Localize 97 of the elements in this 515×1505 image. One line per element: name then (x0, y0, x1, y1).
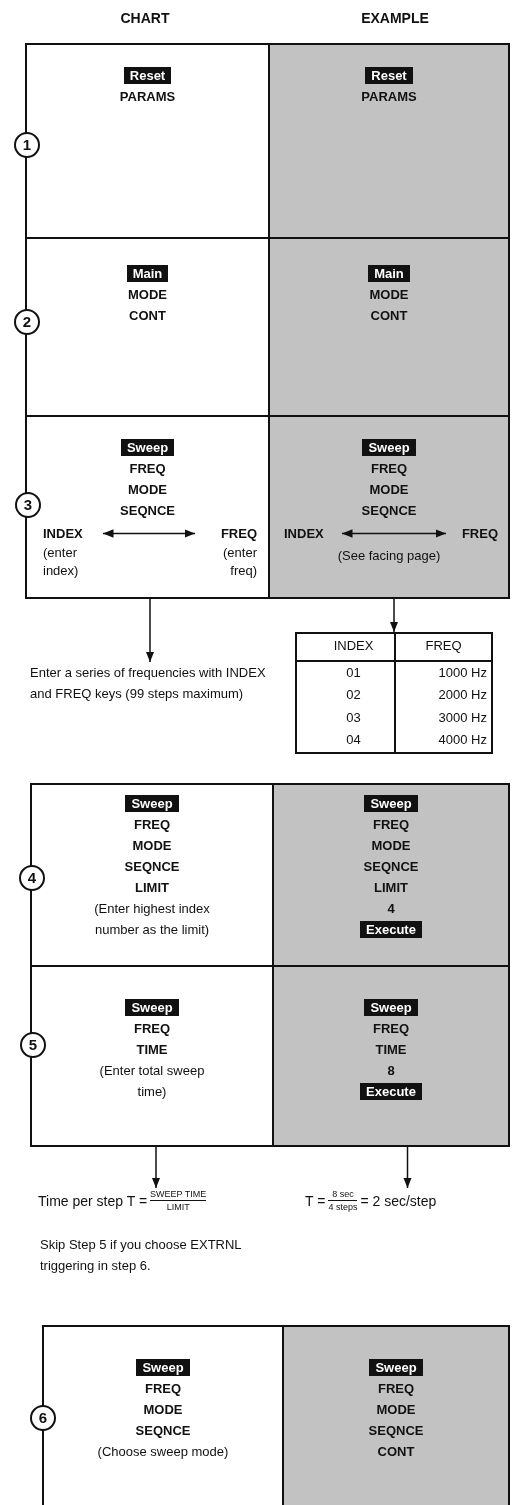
table-cell: FREQ (394, 634, 491, 662)
example-panel (268, 237, 510, 417)
menu-text: SEQNCE (368, 1422, 424, 1440)
table-cell: INDEX (297, 634, 394, 662)
menu-text: FREQ (370, 460, 408, 478)
instruction-text: (enter freq) (222, 544, 257, 580)
step-number: 6 (30, 1405, 56, 1431)
menu-text: SEQNCE (363, 858, 419, 876)
menu-text: FREQ (133, 816, 171, 834)
step-number: 4 (19, 865, 45, 891)
menu-text: MODE (132, 837, 172, 855)
fraction-numerator: SWEEP TIME (150, 1188, 207, 1201)
fraction-numerator: 8 sec (328, 1188, 358, 1201)
softkey-label: Sweep (364, 999, 418, 1016)
instruction-text: (Enter highest index number as the limit) (93, 900, 211, 939)
menu-text: MODE (128, 286, 167, 304)
menu-text: TIME (375, 1041, 407, 1059)
softkey-label: Sweep (362, 439, 416, 456)
menu-text: CONT (370, 307, 408, 325)
softkey-label: Sweep (125, 795, 179, 812)
step-number: 5 (20, 1032, 46, 1058)
note-text: Skip Step 5 if you choose EXTRNL triggering in step 6. (40, 1236, 243, 1275)
softkey-label: Main (126, 265, 169, 282)
softkey-label: Main (368, 265, 410, 282)
instruction-text: (enter index) (43, 544, 80, 580)
fraction-denominator: LIMIT (165, 1201, 191, 1213)
example-panel (268, 43, 510, 239)
menu-text: 8 (387, 1062, 395, 1080)
menu-text: LIMIT (135, 879, 169, 897)
menu-text: FREQ (372, 1020, 410, 1038)
example-panel (282, 1325, 510, 1505)
table-cell: 2000 Hz (394, 684, 491, 707)
step-number: 1 (14, 132, 40, 158)
example-panel (272, 965, 510, 1147)
menu-text: 4 (387, 900, 395, 918)
softkey-label: Sweep (120, 439, 175, 456)
softkey-label: Execute (360, 921, 422, 938)
menu-text: SEQNCE (120, 502, 175, 520)
menu-text: INDEX (43, 525, 83, 543)
menu-text: CONT (377, 1443, 415, 1461)
menu-text: MODE (128, 481, 167, 499)
menu-text: PARAMS (361, 88, 417, 106)
arrow (341, 529, 447, 538)
formula-text: = 2 sec/step (360, 1192, 437, 1209)
softkey-label: Reset (365, 67, 413, 84)
menu-text: LIMIT (374, 879, 408, 897)
arrow (389, 598, 399, 633)
menu-text: TIME (136, 1041, 168, 1059)
softkey-label: Sweep (136, 1359, 190, 1376)
arrow (145, 598, 155, 663)
menu-text: SEQNCE (361, 502, 417, 520)
softkey-label: Sweep (364, 795, 418, 812)
arrow (403, 1146, 412, 1189)
table-cell-text: 03 (345, 708, 362, 727)
table-cell-text: 04 (345, 731, 362, 750)
menu-text: FREQ (220, 525, 257, 543)
menu-text: FREQ (144, 1380, 182, 1398)
menu-text: PARAMS (119, 88, 176, 106)
menu-text: MODE (143, 1401, 183, 1419)
menu-text: FREQ (133, 1020, 171, 1038)
arrow (151, 1146, 161, 1189)
arrow (102, 529, 196, 538)
menu-text: MODE (371, 837, 411, 855)
instruction-text: Enter a series of frequencies with INDEX and FREQ keys (99 steps maximum) (30, 662, 275, 732)
table-cell-text: 02 (345, 686, 362, 705)
menu-text: FREQ (461, 525, 498, 543)
example-panel (268, 415, 510, 599)
column-heading: CHART (119, 10, 171, 26)
menu-text: FREQ (377, 1380, 415, 1398)
step-number: 2 (14, 309, 40, 335)
softkey-label: Sweep (369, 1359, 423, 1376)
fraction-denominator: 4 steps (328, 1201, 358, 1213)
table-cell: 4000 Hz (394, 729, 491, 752)
menu-text: MODE (369, 481, 409, 499)
table-cell: 3000 Hz (394, 706, 491, 730)
formula-text: T = (305, 1192, 326, 1209)
softkey-label: Execute (360, 1083, 422, 1100)
frequency-table (295, 632, 493, 754)
table-cell: 1000 Hz (394, 661, 491, 685)
menu-text: SEQNCE (135, 1422, 191, 1440)
menu-text: CONT (129, 307, 166, 325)
instruction-text: (Enter total sweep time) (98, 1062, 206, 1101)
menu-text: MODE (376, 1401, 416, 1419)
softkey-label: Sweep (125, 999, 179, 1016)
step-number: 3 (15, 492, 41, 518)
menu-text: FREQ (372, 816, 410, 834)
menu-text: MODE (369, 286, 409, 304)
menu-text: FREQ (129, 460, 166, 478)
column-heading: EXAMPLE (360, 10, 430, 26)
instruction-text: (Choose sweep mode) (97, 1443, 229, 1461)
menu-text: SEQNCE (124, 858, 180, 876)
example-panel (272, 783, 510, 967)
menu-text: INDEX (284, 525, 324, 543)
softkey-label: Reset (123, 67, 172, 84)
formula-text: Time per step T = (38, 1192, 148, 1209)
table-cell-text: 01 (345, 663, 362, 682)
instruction-text: (See facing page) (337, 547, 441, 565)
